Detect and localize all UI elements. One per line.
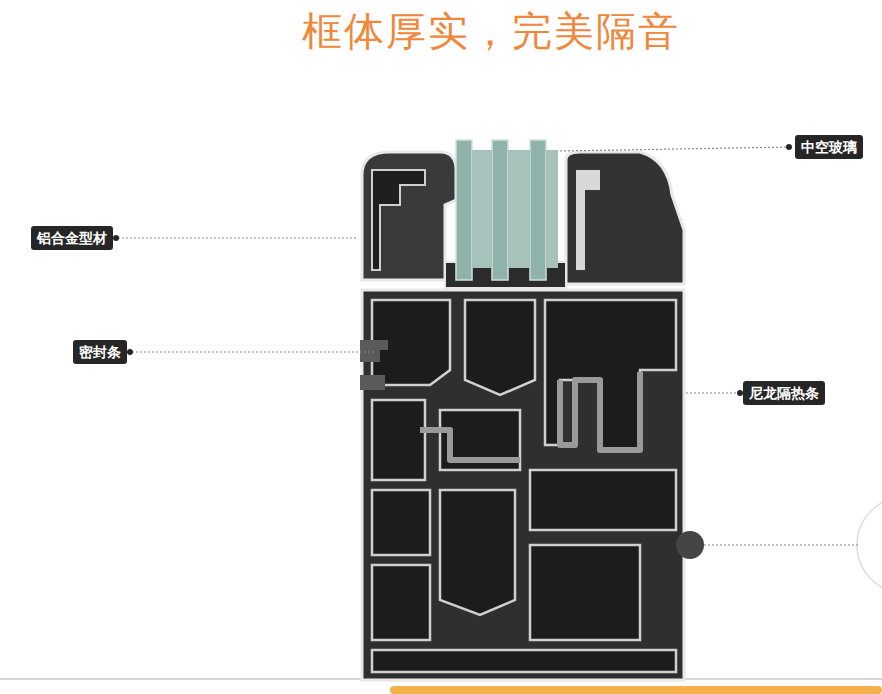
- label-text: 尼龙隔热条: [749, 385, 819, 401]
- frame-profile: [362, 290, 684, 680]
- callout-label: 尼龙隔热条: [743, 381, 825, 405]
- page-title: 框体厚实，完美隔音: [0, 4, 882, 59]
- callout-label: 铝合金型材: [31, 226, 113, 250]
- gasket: [576, 170, 600, 270]
- orange-bar: [390, 686, 882, 694]
- callout-label: 密封条: [73, 340, 127, 364]
- callout-label: 中空玻璃: [795, 135, 863, 159]
- glazing-bead: [362, 152, 456, 280]
- label-text: 密封条: [79, 344, 121, 360]
- leader-line: [118, 147, 860, 545]
- nylon-strip: [420, 372, 640, 460]
- label-text: 铝合金型材: [37, 230, 107, 246]
- bead-chamber: [372, 170, 425, 270]
- insulating-glass: [456, 140, 558, 280]
- leader-dot: [113, 144, 792, 396]
- frame-chambers: [372, 300, 676, 672]
- seal-strip: [360, 340, 704, 559]
- side-circle: [857, 497, 882, 593]
- label-text: 中空玻璃: [801, 139, 857, 155]
- glazing-bead: [566, 152, 684, 284]
